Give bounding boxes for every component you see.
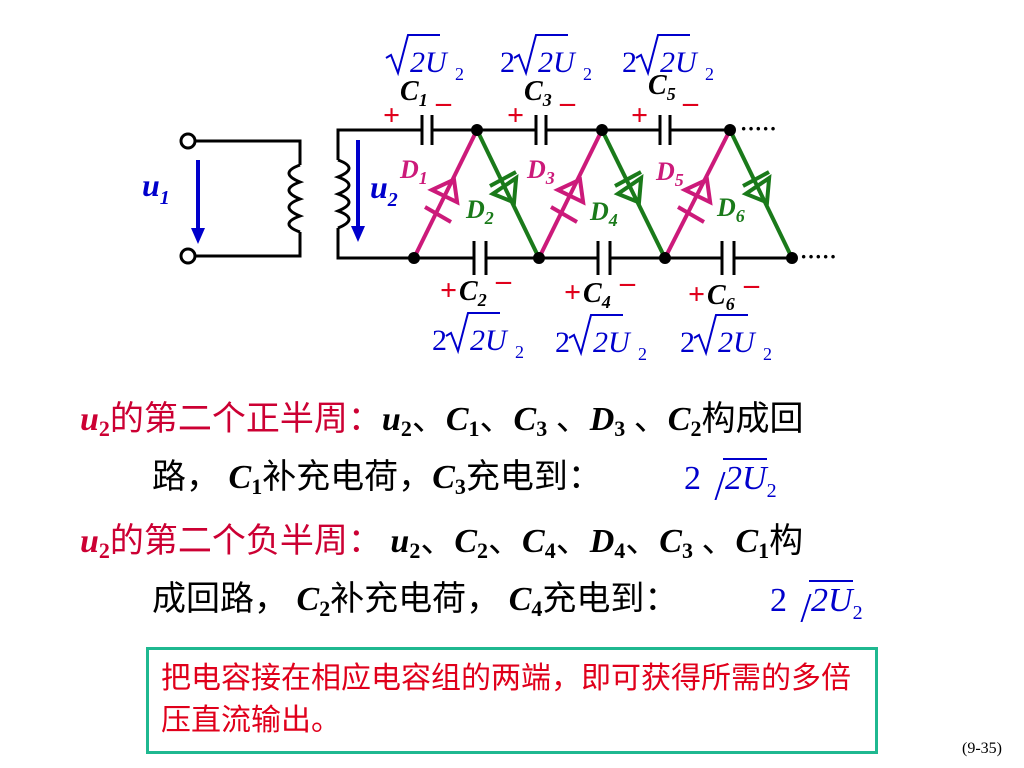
nodes <box>408 124 798 264</box>
positive-half-cycle-line2: 路， C1补充电荷，C3充电到： <box>152 459 602 499</box>
svg-text:2U: 2U <box>718 326 757 359</box>
c6-label: C6 <box>707 280 735 314</box>
d5-label: D5 <box>655 157 684 190</box>
svg-text:2: 2 <box>638 344 647 364</box>
u2-arrow <box>351 140 365 242</box>
d2-label: D2 <box>465 195 494 228</box>
conclusion-text: 把电容接在相应电容组的两端，即可获得所需的多倍压直流输出。 <box>161 661 851 738</box>
c2-voltage: 2 2U 2 <box>432 312 524 362</box>
diode-labels: D1 D2 D3 D4 D5 D6 <box>399 155 745 230</box>
svg-text:2: 2 <box>583 64 592 84</box>
svg-text:2U: 2U <box>593 326 632 359</box>
top-rail-continuation: ····· <box>740 116 777 141</box>
voltage-multiplier-circuit: ····· ····· u1 u2 C1 + – C3 + – C5 + – +… <box>142 34 837 364</box>
svg-text:2: 2 <box>555 326 570 359</box>
svg-text:2: 2 <box>622 46 637 79</box>
secondary-coil <box>333 158 351 230</box>
c6-plus: + <box>688 278 705 311</box>
svg-text:2U: 2U <box>470 324 509 357</box>
input-terminal-bottom <box>179 247 197 265</box>
primary-coil <box>287 163 305 234</box>
svg-text:2: 2 <box>455 64 464 84</box>
c2-minus: – <box>495 264 512 297</box>
input-terminal-top <box>179 132 197 150</box>
svg-text:2U: 2U <box>538 46 577 79</box>
top-voltages: 2U 2 2 2U 2 2 2U 2 <box>385 34 714 84</box>
c2-label: C2 <box>459 276 487 310</box>
bottom-rail <box>472 241 736 275</box>
c1-voltage: 2U 2 <box>385 34 464 84</box>
d4-label: D4 <box>589 197 618 230</box>
d3-label: D3 <box>526 155 555 188</box>
bottom-rail-continuation: ····· <box>800 244 837 269</box>
diodes-red <box>412 129 732 259</box>
c3-minus: – <box>559 86 576 119</box>
c3-plus: + <box>507 99 524 132</box>
primary-side <box>179 128 790 265</box>
d1-label: D1 <box>399 155 428 188</box>
c4-label: C4 <box>583 278 611 312</box>
c1-plus: + <box>383 99 400 132</box>
c6-minus: – <box>743 268 760 301</box>
svg-text:2: 2 <box>515 342 524 362</box>
svg-text:2U: 2U <box>410 46 449 79</box>
page-number: (9-35) <box>962 740 1002 757</box>
bottom-capacitor-labels: + C2 – + C4 – + C6 – <box>440 264 760 314</box>
c1-label: C1 <box>400 76 428 110</box>
u1-label: u1 <box>142 167 170 209</box>
bottom-voltages: 2 2U 2 2 2U 2 2 2U 2 <box>432 312 772 364</box>
negative-half-cycle-line2: 成回路， C2补充电荷， C4充电到： <box>152 581 679 621</box>
negative-half-cycle-line1: u2的第二个负半周： u2、C2、C4、D4、C3 、C1构 <box>80 523 804 563</box>
svg-text:2: 2 <box>705 64 714 84</box>
u2-label: u2 <box>370 169 398 211</box>
svg-text:2: 2 <box>432 324 447 357</box>
top-rail <box>415 115 735 145</box>
c4-minus: – <box>619 266 636 299</box>
top-capacitor-labels: C1 + – C3 + – C5 + – <box>383 70 699 132</box>
d6-label: D6 <box>716 193 745 226</box>
c2-plus: + <box>440 274 457 307</box>
c3-label: C3 <box>524 76 552 110</box>
svg-text:2: 2 <box>763 344 772 364</box>
conclusion-box: 把电容接在相应电容组的两端，即可获得所需的多倍压直流输出。 <box>146 647 878 754</box>
u1-arrow <box>191 160 205 244</box>
c5-minus: – <box>682 86 699 119</box>
positive-half-cycle-line1: u2的第二个正半周：u2、C1、C3 、D3 、C2构成回 <box>80 401 804 441</box>
c5-plus: + <box>631 99 648 132</box>
diodes-green <box>475 129 794 259</box>
svg-text:2: 2 <box>500 46 515 79</box>
c4-voltage: 2 2U 2 <box>555 314 647 364</box>
c1-minus: – <box>435 86 452 119</box>
c6-voltage: 2 2U 2 <box>680 314 772 364</box>
svg-text:2: 2 <box>680 326 695 359</box>
c4-plus: + <box>564 276 581 309</box>
svg-text:2U: 2U <box>660 46 699 79</box>
c5-label: C5 <box>648 70 676 104</box>
c3-voltage: 2 2U 2 <box>500 34 592 84</box>
c5-voltage: 2 2U 2 <box>622 34 714 84</box>
